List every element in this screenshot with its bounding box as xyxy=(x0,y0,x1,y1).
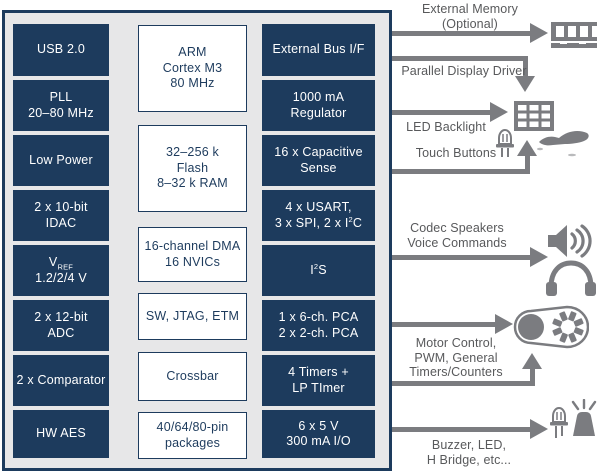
block-io: 6 x 5 V 300 mA I/O xyxy=(262,410,375,458)
block-vref: VREF 1.2/2/4 V xyxy=(13,245,109,296)
block-pll: PLL 20–80 MHz xyxy=(13,80,109,131)
block-comparator: 2 x Comparator xyxy=(13,355,109,406)
led-icon xyxy=(496,129,514,157)
block-debug: SW, JTAG, ETM xyxy=(138,293,247,340)
memory-module-icon xyxy=(551,22,597,48)
motor-icon xyxy=(513,305,589,349)
codec-label: Codec Speakers Voice Commands xyxy=(407,221,507,250)
display-grid-icon xyxy=(514,101,554,131)
block-adc: 2 x 12-bit ADC xyxy=(13,300,109,351)
block-crossbar: Crossbar xyxy=(138,352,247,401)
block-flash-ram: 32–256 k Flash 8–32 k RAM xyxy=(138,125,247,212)
block-usart-spi-i2c: 4 x USART, 3 x SPI, 2 x I2C xyxy=(262,190,375,241)
block-pca: 1 x 6-ch. PCA 2 x 2-ch. PCA xyxy=(262,300,375,351)
buzzer-label: Buzzer, LED, H Bridge, etc... xyxy=(426,438,512,467)
block-dma-nvic: 16-channel DMA 16 NVICs xyxy=(138,227,247,282)
block-i2s: I2S xyxy=(262,245,375,296)
led-icon-2 xyxy=(550,407,568,438)
block-packages: 40/64/80-pin packages xyxy=(138,412,247,459)
i2s-line: I2S xyxy=(310,261,327,277)
block-hw-aes: HW AES xyxy=(13,410,109,458)
motor-label: Motor Control, PWM, General Timers/Count… xyxy=(409,336,503,379)
headphones-icon xyxy=(546,260,596,296)
block-low-power: Low Power xyxy=(13,135,109,186)
block-idac: 2 x 10-bit IDAC xyxy=(13,190,109,241)
usart-line: 4 x USART, xyxy=(285,200,352,214)
block-cap-sense: 16 x Capacitive Sense xyxy=(262,135,375,186)
parallel-display-label: Parallel Display Driver xyxy=(401,64,527,78)
touch-hand-icon xyxy=(537,130,589,157)
buzzer-icon xyxy=(571,399,597,436)
block-arm-core: ARM Cortex M3 80 MHz xyxy=(138,25,247,112)
vref-voltages: 1.2/2/4 V xyxy=(35,270,87,285)
block-regulator: 1000 mA Regulator xyxy=(262,80,375,131)
led-backlight-label: LED Backlight xyxy=(406,120,486,134)
vref-line: VREF xyxy=(48,255,74,272)
speaker-icon xyxy=(548,224,592,258)
block-external-bus: External Bus I/F xyxy=(262,24,375,76)
block-usb: USB 2.0 xyxy=(13,24,109,76)
touch-buttons-label: Touch Buttons xyxy=(415,146,497,160)
external-memory-label: External Memory (Optional) xyxy=(422,2,518,31)
spi-i2c-line: 3 x SPI, 2 x I2C xyxy=(274,214,363,230)
block-timers: 4 Timers + LP TImer xyxy=(262,355,375,406)
